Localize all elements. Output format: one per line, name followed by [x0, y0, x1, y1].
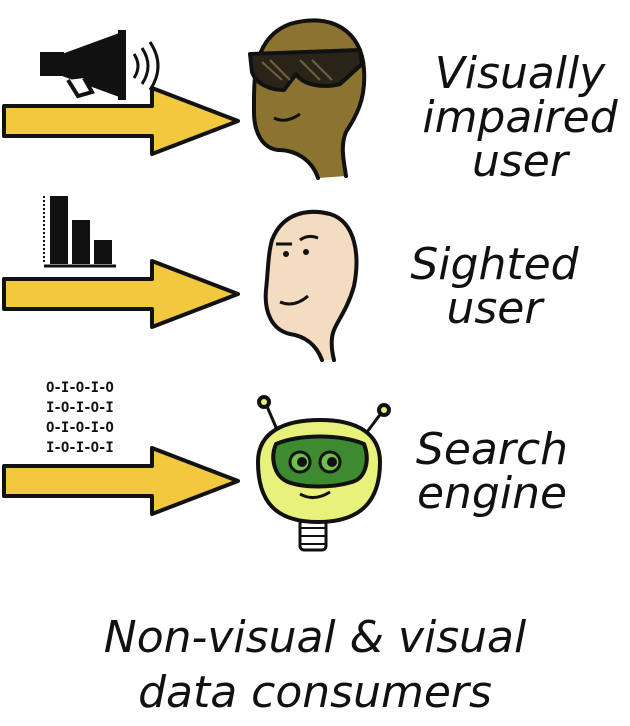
- binary-line: O-I-O-I-O: [46, 380, 114, 396]
- label-line: Visually: [434, 48, 606, 99]
- label-line: user: [446, 283, 543, 334]
- label-line: Search: [415, 424, 569, 475]
- visually-impaired-user-face: [248, 18, 367, 180]
- megaphone-icon: [40, 30, 160, 100]
- search-engine-label: Search engine: [402, 428, 582, 516]
- bar-chart-icon: [43, 196, 116, 268]
- arrow-2: [2, 259, 240, 329]
- label-line: user: [472, 136, 568, 187]
- arrow-3: [2, 446, 240, 516]
- binary-line: I-O-I-O-I: [46, 400, 114, 416]
- search-engine-robot: [256, 395, 391, 552]
- label-line: engine: [416, 468, 568, 519]
- label-line: impaired: [422, 92, 618, 143]
- binary-line: O-I-O-I-O: [46, 420, 114, 436]
- sighted-user-label: Sighted user: [392, 243, 597, 331]
- binary-data-icon: O-I-O-I-O I-O-I-O-I O-I-O-I-O I-O-I-O-I: [46, 378, 126, 458]
- caption-line: data consumers: [138, 667, 492, 718]
- diagram-caption: Non-visual & visual data consumers: [0, 610, 630, 720]
- binary-line: I-O-I-O-I: [46, 440, 114, 456]
- arrow-1: [2, 86, 240, 156]
- label-line: Sighted: [410, 239, 579, 290]
- sighted-user-face: [263, 209, 359, 362]
- visually-impaired-user-label: Visually impaired user: [410, 52, 630, 184]
- caption-line: Non-visual & visual: [103, 612, 527, 663]
